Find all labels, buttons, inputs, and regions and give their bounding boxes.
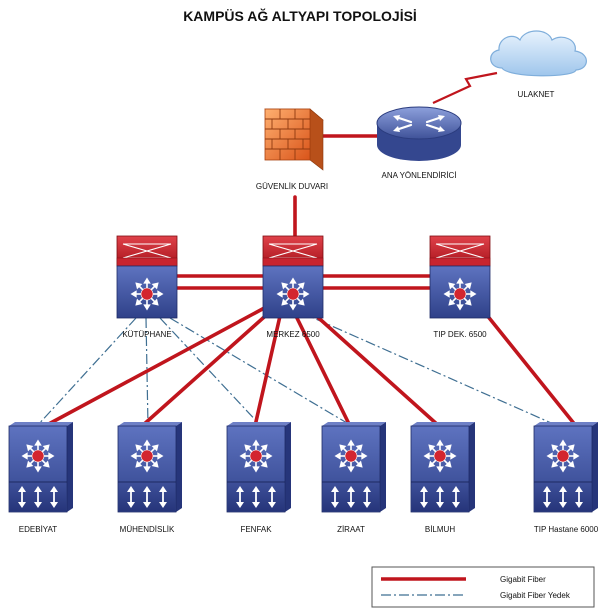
switch-arrows-icon [334,439,368,473]
core-switch-label: TIP DEK. 6500 [433,330,487,339]
switch-arrows-icon [130,439,164,473]
fiber-link-merkez-bilmuh [310,310,441,428]
port-arrows-icon [543,486,583,508]
access-switch-label: MÜHENDİSLİK [120,525,175,534]
core-switch-label: KÜTÜPHANE [122,330,171,339]
port-arrows-icon [420,486,460,508]
switch-arrows-icon [546,439,580,473]
firewall-label: GÜVENLİK DUVARI [256,182,328,191]
access-switch-icon [410,422,475,513]
core-switch-label: MERKEZ 6500 [266,330,320,339]
access-switch-label: BİLMUH [425,525,455,534]
port-arrows-icon [18,486,58,508]
cloud-label: ULAKNET [518,90,555,99]
backup-link-kutuphane-ziraat [169,317,353,427]
access-switch-muhendislik: MÜHENDİSLİK [117,422,182,534]
access-switch-icon [8,422,73,513]
core-switch-icon [116,235,178,319]
links-layer [36,134,578,428]
switch-arrows-icon [239,439,273,473]
fiber-link-merkez-ziraat [294,314,352,428]
access-switch-label: EDEBİYAT [19,525,57,534]
core-switch-icon [262,235,324,319]
access-switch-layer: EDEBİYAT MÜHENDİSLİK FENFAK ZİRAAT BİLMUH TIP… [8,422,599,534]
router-label: ANA YÖNLENDİRİCİ [382,171,457,180]
ulaknet-cloud: ULAKNET [490,30,587,99]
core-switch-kutuphane: KÜTÜPHANE [116,235,178,339]
switch-arrows-icon [276,277,310,311]
core-switch-merkez: MERKEZ 6500 [262,235,324,339]
access-switch-label: FENFAK [240,525,272,534]
legend: Gigabit Fiber Gigabit Fiber Yedek [371,566,595,608]
port-arrows-icon [236,486,276,508]
backup-link-kutuphane-fenfak [159,317,262,427]
backup-link-merkez-tiphastane [299,311,559,427]
wan-link [432,71,498,104]
core-switch-layer: KÜTÜPHANE MERKEZ 6500 TIP DEK. 6500 [116,235,491,339]
fiber-link-tipdek-tiphastane [484,312,578,428]
access-switch-bilmuh: BİLMUH [410,422,475,534]
fiber-link-merkez-muhendislik [140,308,274,428]
legend-box [371,566,595,608]
firewall-icon [264,108,324,171]
access-switch-fenfak: FENFAK [226,422,291,534]
core-switch-tipdek: TIP DEK. 6500 [429,235,491,339]
access-switch-label: ZİRAAT [337,525,365,534]
backup-link-kutuphane-edebiyat [36,317,137,427]
legend-backup-label: Gigabit Fiber Yedek [500,591,571,600]
access-switch-tiphastane: TIP Hastane 6000 [533,422,599,534]
switch-arrows-icon [423,439,457,473]
port-arrows-icon [127,486,167,508]
firewall: GÜVENLİK DUVARI [256,108,328,191]
core-switch-icon [429,235,491,319]
access-switch-edebiyat: EDEBİYAT [8,422,73,534]
access-switch-icon [226,422,291,513]
legend-fiber-label: Gigabit Fiber [500,575,546,584]
switch-arrows-icon [21,439,55,473]
access-switch-icon [321,422,386,513]
switch-arrows-icon [130,277,164,311]
router-icon [376,106,462,161]
cloud-icon [490,30,587,77]
switch-arrows-icon [443,277,477,311]
access-switch-icon [117,422,182,513]
fiber-link-merkez-fenfak [253,314,282,428]
fiber-link-merkez-edebiyat [43,304,270,428]
access-switch-label: TIP Hastane 6000 [534,525,599,534]
port-arrows-icon [331,486,371,508]
access-switch-icon [533,422,598,513]
main-router: ANA YÖNLENDİRİCİ [376,106,462,180]
access-switch-ziraat: ZİRAAT [321,422,386,534]
page-title: KAMPÜS AĞ ALTYAPI TOPOLOJİSİ [183,7,417,24]
